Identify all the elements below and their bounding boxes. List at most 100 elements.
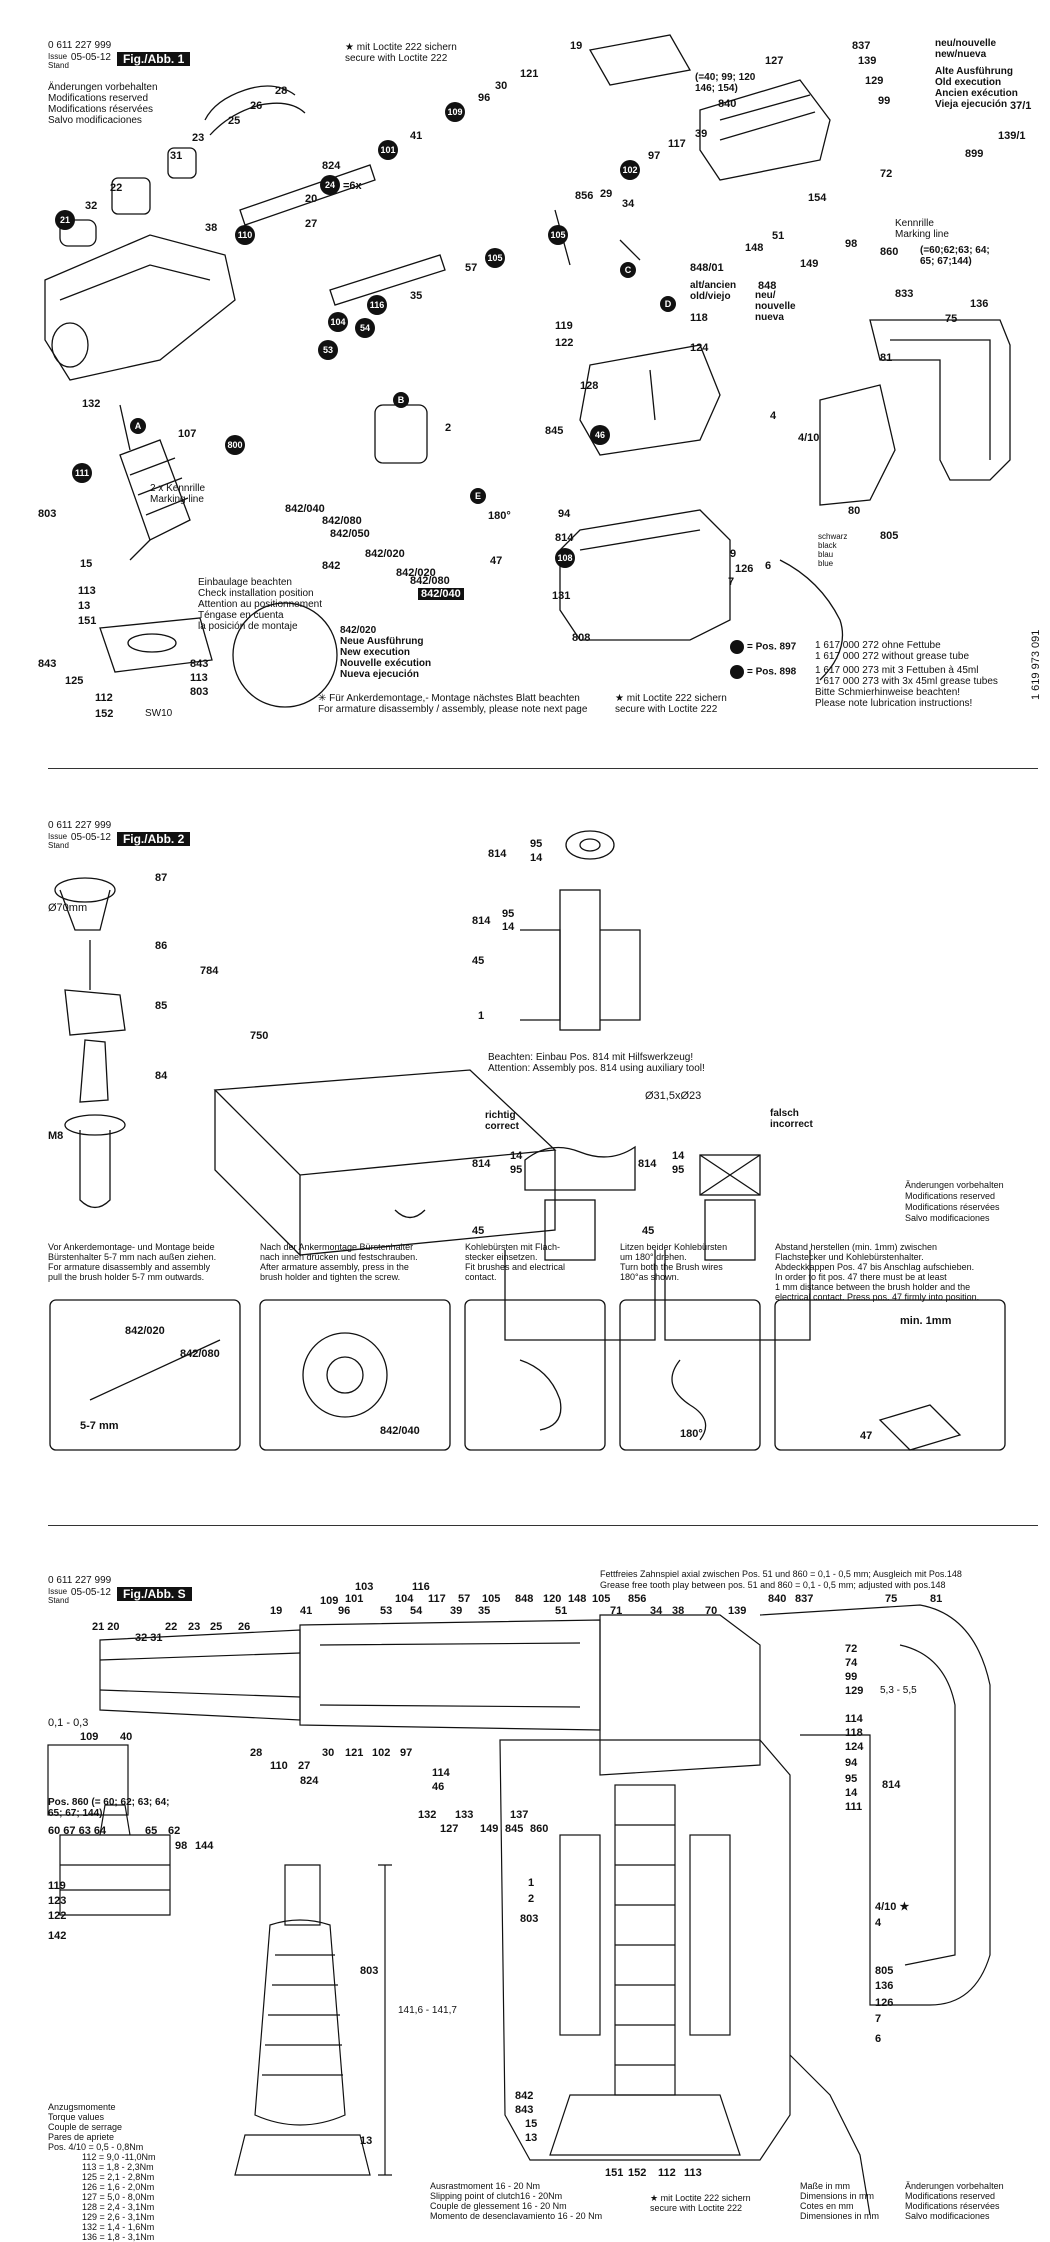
part-label-4: 4 — [875, 1917, 882, 1929]
part-label-75: 75 — [945, 313, 958, 325]
part-label-29: 29 — [600, 188, 613, 200]
pos-898-marker — [730, 665, 744, 679]
issue-label: Issue — [48, 1587, 68, 1596]
detail-label-109: 109 — [80, 1731, 99, 1743]
part-label-14-incorrect: 14 — [672, 1150, 685, 1162]
part-badge-21: 21 — [55, 210, 75, 230]
part-label-41: 41 — [410, 130, 423, 142]
part-label-22: 22 — [165, 1621, 178, 1633]
issue-date: 05-05-12 — [70, 832, 111, 843]
part-label-848: 848 — [515, 1593, 534, 1605]
grease-note: Fettfreies Zahnspiel axial zwischen Pos.… — [600, 1569, 962, 1591]
part-label-842-040: 842/040 — [285, 503, 325, 515]
part-badge-105a: 105 — [485, 248, 505, 268]
figure-label: Fig./Abb. 1 — [116, 52, 191, 66]
part-label-845: 845 — [545, 425, 564, 437]
part-label-133: 133 — [455, 1809, 474, 1821]
part-label-26: 26 — [250, 100, 263, 112]
part-label-842-080: 842/080 — [322, 515, 362, 527]
part-label-35: 35 — [410, 290, 423, 302]
figure-label: Fig./Abb. 2 — [116, 832, 191, 846]
part-label-81: 81 — [880, 352, 893, 364]
issue-date: 05-05-12 — [70, 1587, 111, 1598]
part-label-112: 112 — [95, 692, 113, 704]
part-label-127: 127 — [765, 55, 784, 67]
dimension-141: 141,6 - 141,7 — [398, 2005, 457, 2016]
ref-marker-a: A — [130, 418, 146, 434]
part-label-842: 842 — [322, 560, 341, 572]
part-label-110: 110 — [270, 1760, 288, 1772]
pos860-label-144: 144 — [195, 1840, 214, 1852]
part-label-32-31: 32 31 — [135, 1632, 163, 1644]
part-label-4-10: 4/10 — [798, 432, 820, 444]
part-label-28: 28 — [275, 85, 288, 97]
part-label-25: 25 — [228, 115, 241, 127]
part-label-m8: M8 — [48, 1130, 64, 1142]
part-label-824: 824 — [322, 160, 341, 172]
part-label-22: 22 — [110, 182, 123, 194]
part-label-72: 72 — [845, 1643, 858, 1655]
part-label-856: 856 — [628, 1593, 647, 1605]
part-badge-800: 800 — [225, 435, 245, 455]
part-label-814-top: 814 — [488, 848, 507, 860]
part-label-842-080b: 842/080 — [410, 575, 450, 587]
part-badge-46: 46 — [590, 425, 610, 445]
part-label-126: 126 — [735, 563, 754, 575]
step-label-180deg: 180° — [680, 1428, 703, 1440]
part-label-814: 814 — [555, 532, 574, 544]
part-label-86: 86 — [155, 940, 168, 952]
part-label-2: 2 — [445, 422, 452, 434]
pos860-label-142: 142 — [48, 1930, 67, 1942]
part-label-71: 71 — [610, 1605, 623, 1617]
part-label-32: 32 — [85, 200, 98, 212]
exploded-parts-drawing — [44, 34, 1011, 708]
pos860-label-119: 119 — [48, 1880, 66, 1892]
part-label-38: 38 — [672, 1605, 685, 1617]
pos860-label-122: 122 — [48, 1910, 67, 1922]
step-label-47: 47 — [860, 1430, 873, 1442]
part-label-848: 848 — [758, 280, 777, 292]
step-label-min-1mm: min. 1mm — [900, 1315, 952, 1327]
part-label-21-20: 21 20 — [92, 1621, 120, 1633]
ref-marker-c: C — [620, 262, 636, 278]
part-label-7: 7 — [875, 2013, 882, 2025]
part-label-860: 860 — [880, 246, 899, 258]
part-label-98: 98 — [845, 238, 858, 250]
part-label-125: 125 — [65, 675, 84, 687]
part-label-72: 72 — [880, 168, 893, 180]
part-label-74: 74 — [845, 1657, 858, 1669]
part-label-39: 39 — [450, 1605, 463, 1617]
part-label-113: 113 — [78, 585, 96, 597]
doc-number: 0 611 227 999 — [48, 820, 112, 831]
part-badge-101: 101 — [378, 140, 398, 160]
part-label-120: 120 — [543, 1593, 562, 1605]
part-label-127: 127 — [440, 1823, 459, 1835]
part-label-129: 129 — [865, 75, 884, 87]
part-label-118: 118 — [845, 1727, 863, 1739]
attention-en: Attention: Assembly pos. 814 using auxil… — [488, 1063, 705, 1074]
part-label-87: 87 — [155, 872, 168, 884]
step-label-842-020: 842/020 — [125, 1325, 165, 1337]
pos-860-title: Pos. 860 (= 60; 62; 63; 64;65; 67; 144) — [48, 1797, 170, 1819]
doc-number: 0 611 227 999 — [48, 1575, 112, 1586]
part-label-9: 9 — [730, 548, 737, 560]
part-label-842-020: 842/020 — [365, 548, 405, 560]
pos-898-note: = Pos. 898 — [730, 665, 796, 679]
part-label-80: 80 — [848, 505, 861, 517]
part-label-37-1: 37/1 — [1010, 100, 1032, 112]
sheet-divider-2 — [48, 1525, 1038, 1526]
part-label-121: 121 — [520, 68, 539, 80]
part-label-149: 149 — [480, 1823, 499, 1835]
step-label-842-040: 842/040 — [380, 1425, 420, 1437]
part-badge-104: 104 — [328, 312, 348, 332]
part-label-180deg: 180° — [488, 510, 511, 522]
